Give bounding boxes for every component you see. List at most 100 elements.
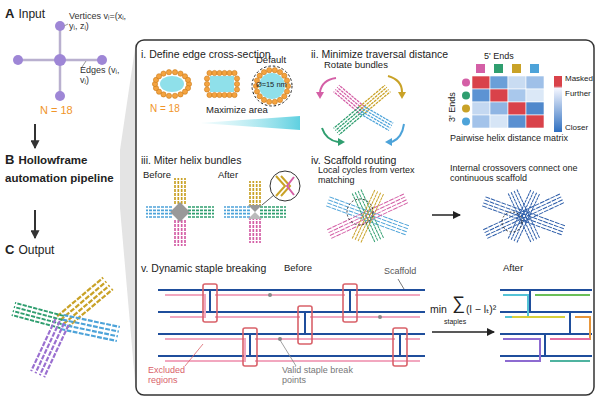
panel-title: i. Define edge cross-section <box>141 48 271 60</box>
cross-section-options <box>252 66 292 106</box>
cross-section-options <box>257 94 262 99</box>
staples-before <box>393 328 407 366</box>
miter-before <box>146 207 172 217</box>
chart-caption: Pairwise helix distance matrix <box>450 134 568 144</box>
cross-section-options <box>172 70 177 75</box>
rotate-bundles <box>334 107 365 135</box>
state-label: After <box>503 263 523 273</box>
count-label: N = 18 <box>40 104 73 116</box>
staples-after <box>503 339 540 361</box>
option-label: Default <box>256 55 286 65</box>
cross-section-options <box>222 70 227 75</box>
continuous-scaffold <box>502 212 522 232</box>
panel-title: iii. Miter helix bundles <box>141 154 241 166</box>
output-wireframe <box>61 315 120 341</box>
formula-part: (l − lₜ)² <box>466 304 496 316</box>
distance-matrix <box>530 64 539 73</box>
miter-after <box>248 205 262 212</box>
distance-matrix <box>494 64 503 73</box>
distance-matrix <box>508 89 526 102</box>
input-graph <box>13 55 23 65</box>
staples-before <box>432 331 494 333</box>
staples-after <box>503 295 528 317</box>
distance-matrix <box>476 64 485 73</box>
cross-section-options <box>267 99 272 104</box>
cross-section-options <box>227 92 232 97</box>
panel-title: ii. Minimize traversal distance <box>311 48 448 60</box>
pipeline-panel <box>136 40 594 395</box>
distance-matrix <box>490 102 508 115</box>
rotate-bundles <box>316 92 324 99</box>
state-label: Before <box>143 170 171 180</box>
rotate-bundles <box>316 76 406 146</box>
cross-section-options <box>161 71 166 76</box>
panel-title: Output <box>18 243 54 257</box>
distance-matrix <box>472 76 490 89</box>
cross-section-options <box>204 70 239 97</box>
step-panel: iii. Miter helix bundles <box>141 150 306 250</box>
rotate-bundles <box>338 138 345 146</box>
continuous-scaffold <box>482 197 566 235</box>
axis-label: 5' Ends <box>484 52 514 62</box>
note-label: Maximize area <box>206 105 268 115</box>
input-graph <box>55 21 65 31</box>
rotate-bundles <box>398 92 406 99</box>
distance-matrix <box>462 92 470 100</box>
cross-section-options <box>284 89 289 94</box>
formula-part: min <box>430 304 447 316</box>
panel-letter: B <box>5 152 14 167</box>
cross-section-options <box>207 70 212 75</box>
cross-section-options <box>207 92 212 97</box>
scaffold-cycles <box>327 194 409 239</box>
scaffold-cycles <box>326 197 410 235</box>
pipeline-funnel <box>120 42 136 393</box>
scaffold-cycles <box>347 199 373 225</box>
scaffold-cycles <box>432 214 460 216</box>
flow-arrow <box>34 124 36 148</box>
flow-arrow <box>34 210 36 238</box>
panel-letter: A <box>5 6 14 21</box>
staples-before <box>378 315 382 319</box>
staples-before <box>185 344 203 366</box>
cross-section-options <box>282 73 287 78</box>
cross-section-options <box>261 70 266 75</box>
output-panel: COutput <box>5 240 130 390</box>
part-label: Scaffold <box>384 267 416 277</box>
cross-section-options <box>166 93 171 98</box>
staples-before <box>343 284 357 322</box>
state-label: After <box>218 170 238 180</box>
staples-before <box>158 290 425 356</box>
cross-section-options <box>160 76 184 92</box>
miter-before <box>170 202 190 222</box>
input-graph <box>97 55 107 65</box>
output-wireframe <box>12 278 120 378</box>
distance-matrix <box>526 102 544 115</box>
axis-label: 3' Ends <box>448 92 458 122</box>
distance-matrix <box>508 76 526 89</box>
panel-title: Hollowframe automation pipeline <box>5 154 114 184</box>
miter-after <box>224 207 250 217</box>
distance-matrix <box>508 102 526 115</box>
cross-section-options <box>277 97 282 102</box>
continuous-scaffold <box>483 194 565 239</box>
miter-before <box>175 220 185 246</box>
cross-section-options <box>257 73 262 78</box>
miter-after <box>281 176 290 196</box>
panel-title: v. Dynamic staple breaking <box>141 262 266 274</box>
input-graph <box>54 54 66 66</box>
staples-after <box>575 317 590 339</box>
distance-matrix <box>526 115 544 128</box>
distance-matrix <box>512 64 521 73</box>
color-bar <box>554 76 562 132</box>
input-graph <box>13 21 107 101</box>
rotate-bundles <box>388 76 402 92</box>
input-graph <box>55 91 65 101</box>
cross-section-options <box>204 76 209 81</box>
cross-section-options <box>234 81 239 86</box>
part-label: Valid staple break points <box>282 366 362 386</box>
staples-after <box>512 316 565 318</box>
rotate-bundles <box>385 138 392 146</box>
step-panel: v. Dynamic staple breaking <box>141 258 591 392</box>
staples-before <box>203 284 217 322</box>
staples-after <box>500 290 592 361</box>
